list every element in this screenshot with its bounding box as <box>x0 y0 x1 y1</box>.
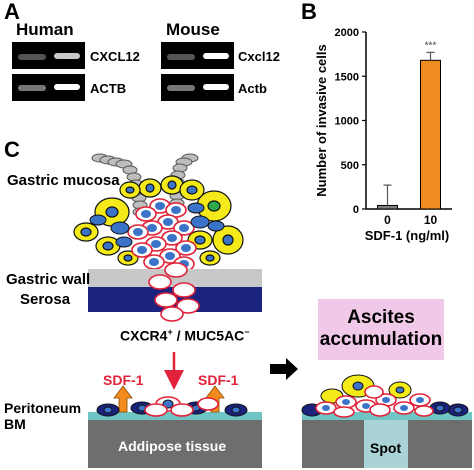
sdf1-label-right: SDF-1 <box>198 372 239 388</box>
sdf1-label-left: SDF-1 <box>103 372 144 388</box>
peritoneal-cells-right <box>301 374 469 417</box>
x-axis-label: SDF-1 (ng/ml) <box>365 228 450 243</box>
gel-title-mouse: Mouse <box>166 20 220 39</box>
adipose-tissue-left <box>88 420 262 468</box>
marker-minus: − <box>244 327 250 337</box>
bm-layer-right <box>302 412 472 420</box>
gel-band <box>54 84 80 90</box>
gene-label-actb: ACTB <box>90 81 127 96</box>
gel-mouse-cxcl12 <box>161 42 234 69</box>
panel-a-label: A <box>4 0 20 24</box>
gel-band <box>18 85 46 91</box>
gastric-wall-label: Gastric wall <box>6 271 91 288</box>
mucosal-fold-left <box>91 153 148 217</box>
gel-title-human: Human <box>16 20 74 39</box>
yellow-cells <box>73 175 244 266</box>
ascites-box: Ascites accumulation <box>318 299 444 360</box>
tumor-cells-right-nuclei <box>322 397 424 411</box>
marker-cxcr4: CXCR4 <box>120 327 168 344</box>
panel-c-label: C <box>4 137 20 162</box>
gel-band <box>167 85 195 91</box>
bm-layer-left <box>88 412 262 420</box>
adipose-tissue-right-b <box>408 420 472 468</box>
bm-label: BM <box>4 416 26 432</box>
panel-b-label: B <box>301 0 317 24</box>
y-tick-label: 500 <box>341 160 359 172</box>
adipose-label: Addipose tissue <box>118 438 227 454</box>
gel-human-actb <box>12 74 85 101</box>
milky-spot <box>364 420 408 468</box>
ascites-line1: Ascites <box>347 307 415 328</box>
significance-label: *** <box>425 40 437 51</box>
adipose-tissue-right-a <box>302 420 364 468</box>
y-tick-label: 1500 <box>335 71 359 83</box>
ascites-line2: accumulation <box>319 329 443 350</box>
spot-label: Spot <box>370 440 402 456</box>
transition-arrow <box>270 358 298 380</box>
gastric-wall-layer <box>88 269 262 287</box>
y-tick-label: 2000 <box>335 27 359 39</box>
gel-band <box>203 53 229 59</box>
y-axis-label: Number of invasive cells <box>314 44 329 196</box>
tumor-cell-nuclei <box>133 202 191 268</box>
gene-label-cxcl12: CXCL12 <box>90 49 140 64</box>
gel-band <box>54 53 80 59</box>
serosa-label: Serosa <box>20 291 71 308</box>
x-tick-label: 0 <box>384 213 391 227</box>
marker-plus: + <box>167 327 173 337</box>
gel-band <box>203 84 229 90</box>
tumor-cells-invading <box>148 262 200 322</box>
peritoneum-label: Peritoneum <box>4 400 82 416</box>
gel-band <box>167 54 195 60</box>
gene-label-mouse-actb: Actb <box>238 81 267 96</box>
y-tick-label: 0 <box>353 204 359 216</box>
y-tick-label: 1000 <box>335 116 359 128</box>
gel-human-cxcl12 <box>12 42 85 69</box>
peritoneal-cells-left <box>96 396 248 417</box>
gene-label-mouse-cxcl12: Cxcl12 <box>238 49 280 64</box>
blue-cells-mucosa <box>89 202 225 248</box>
gel-band <box>18 54 46 60</box>
gastric-mucosa-label: Gastric mucosa <box>7 172 120 189</box>
gel-mouse-actb <box>161 74 234 101</box>
marker-muc5ac: / MUC5AC <box>172 327 245 344</box>
marker-label: CXCR4+ / MUC5AC− <box>120 327 250 344</box>
x-tick-label: 10 <box>424 213 438 227</box>
